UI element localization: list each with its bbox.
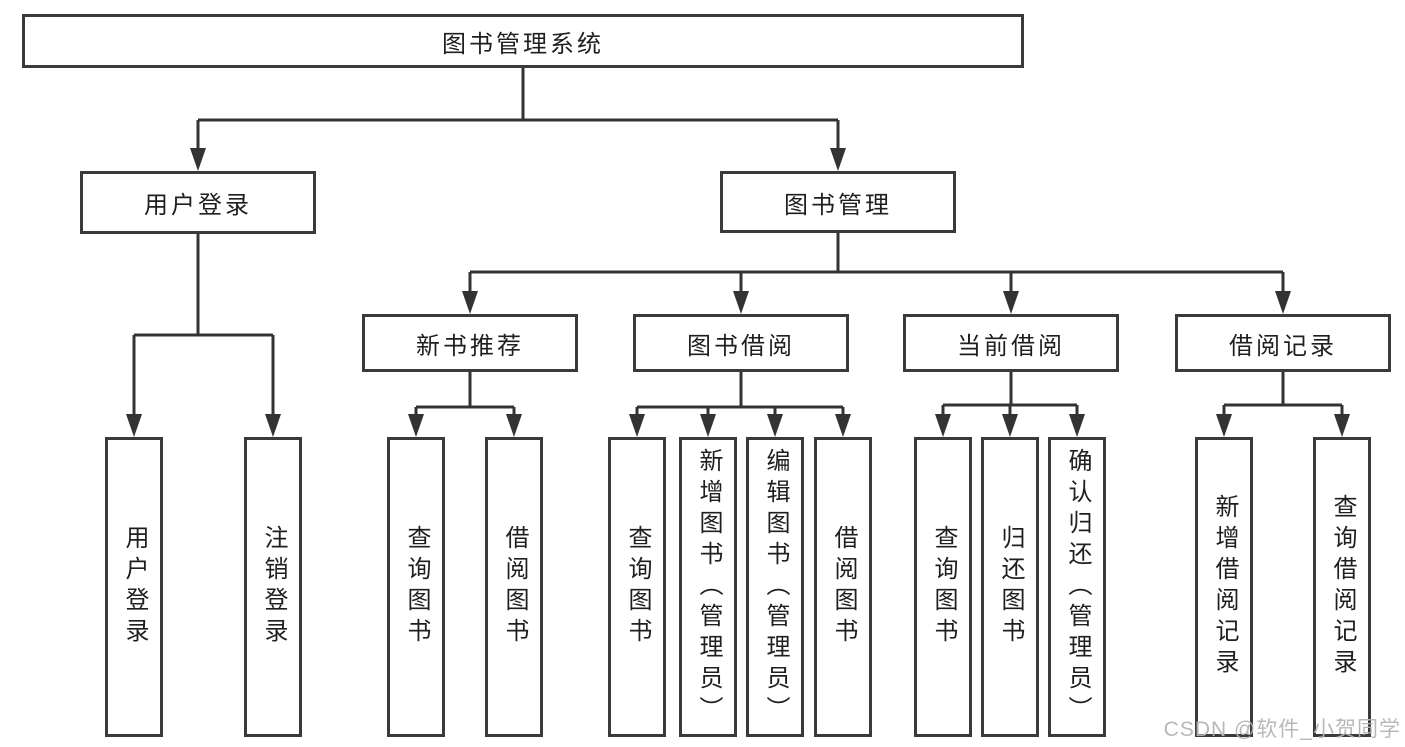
node-user-login: 用户登录 — [80, 171, 316, 234]
leaf-cb-return-books: 归还图书 — [981, 437, 1039, 737]
leaf-label: 归还图书 — [997, 525, 1024, 649]
arrow-down-icon — [1003, 291, 1019, 314]
node-book-management: 图书管理 — [720, 171, 956, 233]
arrow-down-icon — [700, 414, 716, 437]
leaf-br-add-record: 新增借阅记录 — [1195, 437, 1253, 737]
leaf-label: 编辑图书（管理员） — [762, 447, 789, 727]
watermark: CSDN @软件_小贺同学 — [1163, 718, 1401, 741]
arrow-down-icon — [1275, 291, 1291, 314]
leaf-bb-query-books: 查询图书 — [608, 437, 666, 737]
node-new-book-recommend: 新书推荐 — [362, 314, 578, 372]
leaf-label: 查询图书 — [624, 525, 651, 649]
leaf-label: 查询图书 — [930, 525, 957, 649]
arrow-down-icon — [1216, 414, 1232, 437]
arrow-down-icon — [767, 414, 783, 437]
node-borrow-records: 借阅记录 — [1175, 314, 1391, 372]
leaf-user-login: 用户登录 — [105, 437, 163, 737]
arrow-down-icon — [462, 291, 478, 314]
arrow-down-icon — [835, 414, 851, 437]
node-library-system: 图书管理系统 — [22, 14, 1024, 68]
leaf-label: 借阅图书 — [501, 525, 528, 649]
node-label: 用户登录 — [144, 192, 252, 219]
node-label: 当前借阅 — [957, 332, 1065, 360]
node-label: 图书管理系统 — [442, 30, 604, 58]
leaf-bb-borrow-books: 借阅图书 — [814, 437, 872, 737]
leaf-cb-query-books: 查询图书 — [914, 437, 972, 737]
node-label: 借阅记录 — [1229, 332, 1337, 360]
arrow-down-icon — [1002, 414, 1018, 437]
leaf-label: 借阅图书 — [830, 525, 857, 649]
arrow-down-icon — [1069, 414, 1085, 437]
arrow-down-icon — [265, 414, 281, 437]
leaf-rec-borrow-books: 借阅图书 — [485, 437, 543, 737]
node-label: 新书推荐 — [416, 332, 524, 360]
arrow-down-icon — [1334, 414, 1350, 437]
arrow-down-icon — [126, 414, 142, 437]
leaf-label: 新增借阅记录 — [1211, 494, 1238, 680]
leaf-logout: 注销登录 — [244, 437, 302, 737]
leaf-label: 查询图书 — [403, 525, 430, 649]
node-label: 图书管理 — [784, 191, 892, 219]
leaf-label: 新增图书（管理员） — [695, 447, 722, 727]
leaf-bb-add-books-admin: 新增图书（管理员） — [679, 437, 737, 737]
arrow-down-icon — [190, 148, 206, 171]
leaf-label: 用户登录 — [121, 525, 148, 649]
arrow-down-icon — [629, 414, 645, 437]
leaf-cb-confirm-return-admin: 确认归还（管理员） — [1048, 437, 1106, 737]
node-current-borrow: 当前借阅 — [903, 314, 1119, 372]
leaf-rec-query-books: 查询图书 — [387, 437, 445, 737]
arrow-down-icon — [830, 148, 846, 171]
arrow-down-icon — [935, 414, 951, 437]
leaf-label: 确认归还（管理员） — [1064, 447, 1091, 727]
node-label: 图书借阅 — [687, 332, 795, 360]
arrow-down-icon — [408, 414, 424, 437]
arrow-down-icon — [506, 414, 522, 437]
leaf-label: 注销登录 — [260, 525, 287, 649]
arrow-down-icon — [733, 291, 749, 314]
leaf-br-query-record: 查询借阅记录 — [1313, 437, 1371, 737]
node-book-borrow: 图书借阅 — [633, 314, 849, 372]
leaf-bb-edit-books-admin: 编辑图书（管理员） — [746, 437, 804, 737]
leaf-label: 查询借阅记录 — [1329, 494, 1356, 680]
